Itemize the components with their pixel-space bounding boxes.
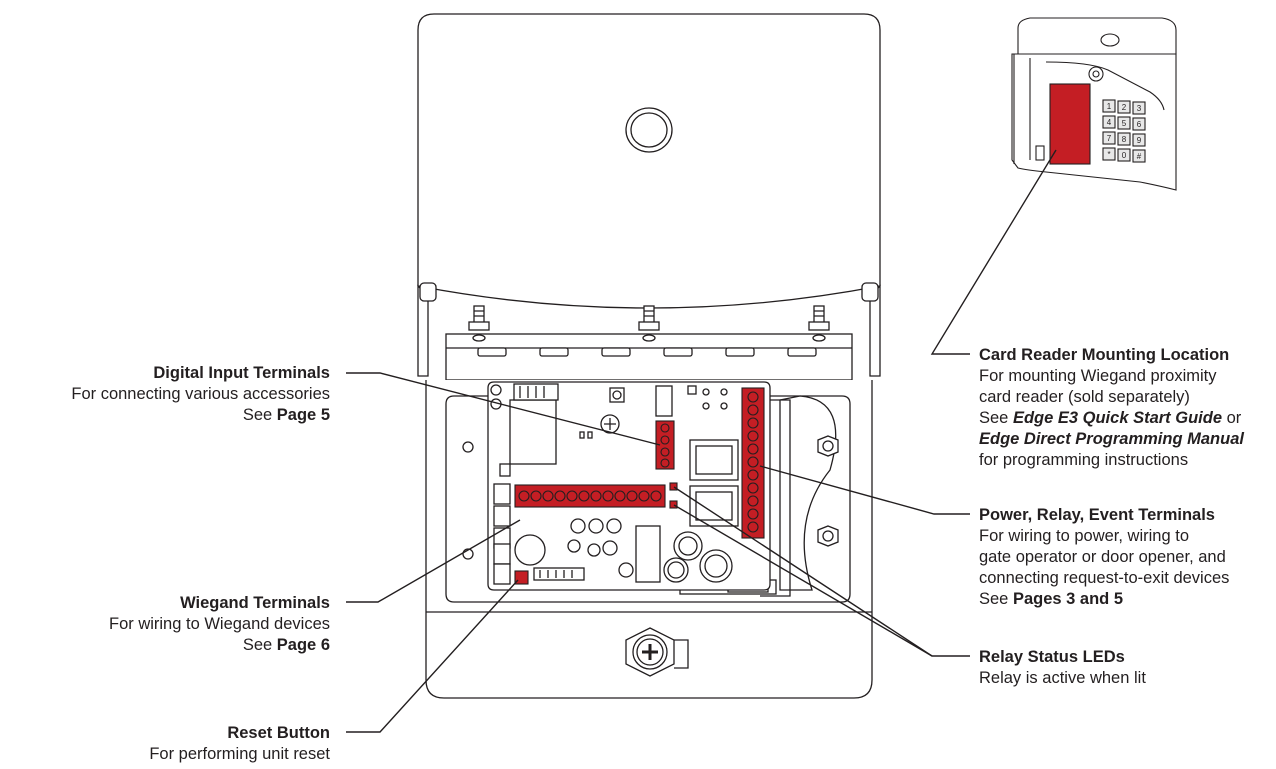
keypad-key-label: 4 [1107,118,1112,127]
buzzer [514,534,546,566]
hinge-bar [445,333,853,381]
keypad-key-label: 6 [1137,120,1142,129]
keypad-key-label: 3 [1137,104,1142,113]
callout-title: Card Reader Mounting Location [979,346,1230,364]
callout-digital-input: Digital Input Terminals For connecting v… [71,363,330,426]
callout-page-ref: See Pages 3 and 5 [979,590,1124,608]
processor [509,399,557,465]
keypad-key-label: 9 [1137,136,1142,145]
callout-guide-ref: See Edge E3 Quick Start Guide or [979,409,1242,427]
callout-text: For mounting Wiegand proximity [979,367,1217,385]
callout-title: Wiegand Terminals [180,594,330,612]
keypad-keys [1102,99,1146,163]
keypad-unit-inset: 1 2 3 4 5 6 7 8 9 * 0 # [1011,17,1177,191]
callout-text: Relay is active when lit [979,669,1146,687]
highlights [514,387,765,585]
leader-reset [346,579,519,733]
bottom-hex-screw [625,627,689,677]
callout-title: Relay Status LEDs [979,648,1125,666]
main-unit [417,13,881,699]
hex-nut-bottom [817,525,839,547]
callout-text: For connecting various accessories [71,385,330,403]
power-relay-event-terminal-block [741,387,765,539]
keypad-key-label: 2 [1122,103,1127,112]
callout-title: Reset Button [227,724,330,742]
board-screw [600,414,620,434]
keypad-key-label: 7 [1107,134,1112,143]
hinge-screw-right [808,305,830,342]
keypad-key-label: 0 [1122,151,1127,160]
hex-nut-top [817,435,839,457]
relay-led-1 [669,482,678,491]
callout-text: For performing unit reset [149,745,330,763]
digital-input-terminal-block [655,420,675,470]
leader-digital-input [346,372,661,446]
card-reader-location [1049,83,1091,165]
callout-page-ref: See Page 6 [242,636,330,654]
callout-page-ref: See Page 5 [242,406,330,424]
lid-mount-hole [625,107,673,153]
callout-manual-ref: Edge Direct Programming Manual [979,430,1244,448]
callout-wiegand: Wiegand Terminals For wiring to Wiegand … [109,593,330,656]
callout-text: gate operator or door opener, and [979,548,1226,566]
leader-card-reader [930,149,1057,355]
callout-relay-leds: Relay Status LEDs Relay is active when l… [979,647,1146,689]
keypad-key-label: # [1137,152,1142,161]
relay-led-2 [669,500,678,509]
wiegand-terminal-block [514,484,666,508]
keypad-key-label: * [1107,150,1110,159]
leader-lines [346,149,1057,733]
callout-text: connecting request-to-exit devices [979,569,1230,587]
hinge-screw-center [638,305,660,342]
callout-text: card reader (sold separately) [979,388,1190,406]
callout-text: for programming instructions [979,451,1189,469]
keypad-key-label: 5 [1122,119,1127,128]
keypad-key-label: 1 [1107,102,1112,111]
callout-title: Digital Input Terminals [153,364,330,382]
hinge-screw-left [468,305,490,342]
callout-title: Power, Relay, Event Terminals [979,506,1215,524]
keypad-key-labels: 1 2 3 4 5 6 7 8 9 * 0 # [1107,102,1142,161]
callout-text: For wiring to Wiegand devices [108,615,330,633]
keypad-key-label: 8 [1122,135,1127,144]
callout-text: For wiring to power, wiring to [979,527,1189,545]
callout-power-relay: Power, Relay, Event Terminals For wiring… [979,505,1229,610]
callout-reset: Reset Button For performing unit reset [149,723,330,765]
capacitor-1 [673,531,703,561]
lid-bottom-curve [417,285,881,309]
leader-relay-led-2 [673,504,933,657]
leader-wiegand [346,519,521,603]
callout-card-reader: Card Reader Mounting Location For mounti… [979,345,1244,471]
leader-power-relay [759,465,970,515]
